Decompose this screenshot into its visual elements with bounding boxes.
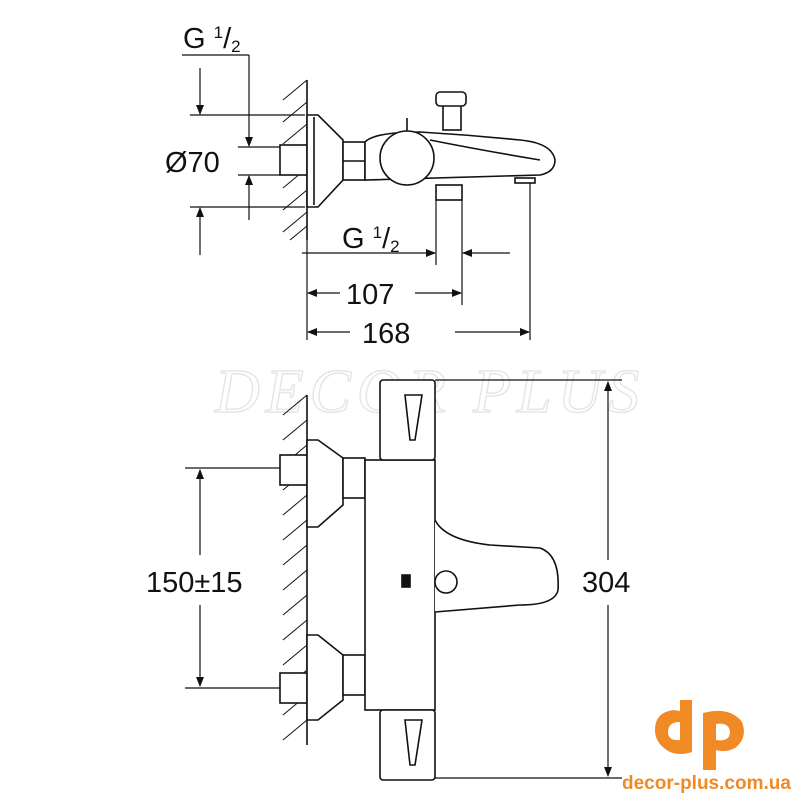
- dim-150: 150±15: [146, 567, 243, 599]
- front-dimensions: [185, 379, 622, 779]
- dim-304: 304: [582, 567, 630, 599]
- dim-168: 168: [362, 318, 410, 350]
- inlet-thread-label: G 1/2: [183, 23, 241, 56]
- logo-url: decor-plus.com.ua: [622, 773, 791, 794]
- top-dimensions: [182, 54, 531, 340]
- diameter-label: Ø70: [165, 147, 220, 179]
- outlet-thread-label: G 1/2: [342, 223, 400, 256]
- dim-107: 107: [346, 279, 394, 311]
- wall-hatch: [282, 79, 308, 241]
- logo: decor-plus.com.ua: [622, 700, 791, 794]
- logo-mark: [655, 700, 744, 770]
- top-view: [279, 79, 556, 241]
- front-view: [279, 379, 559, 781]
